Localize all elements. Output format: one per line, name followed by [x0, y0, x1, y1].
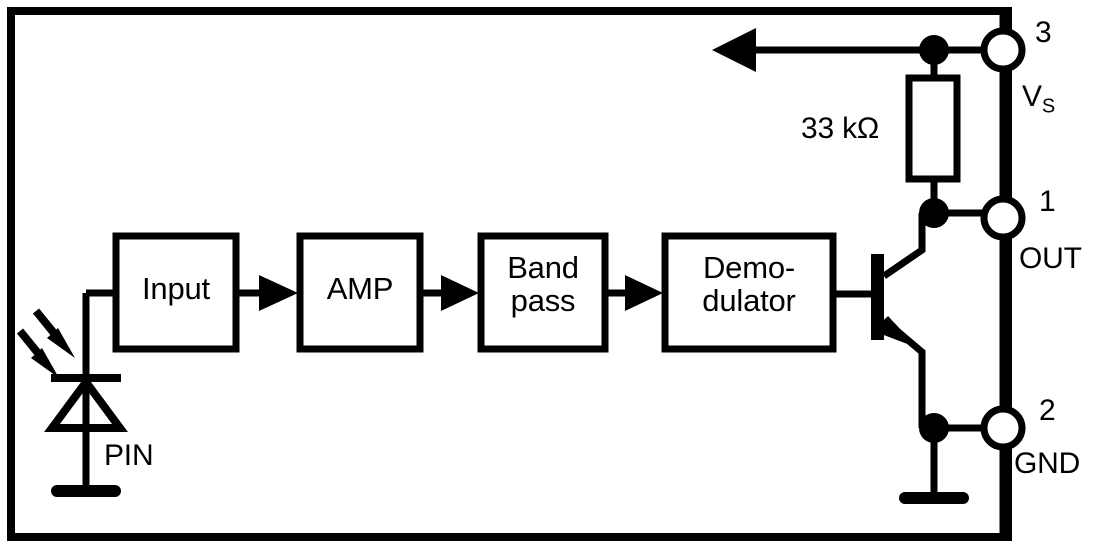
block-label-bandpass: Band pass — [481, 250, 605, 318]
block-label-bandpass-line2: pass — [510, 282, 576, 318]
pin-name-gnd: GND — [1014, 447, 1081, 480]
light-arrow-lower — [16, 328, 59, 378]
pin-number-3: 3 — [1035, 16, 1052, 49]
resistor-body-33k — [905, 74, 961, 183]
resistor-label-33k: 33 kΩ — [801, 112, 880, 145]
signal-arrow-input-to-amp — [236, 275, 298, 311]
pin-terminal-1[interactable] — [980, 195, 1026, 241]
pin-photodiode-symbol — [44, 293, 128, 490]
photodiode-label-pin: PIN — [104, 439, 154, 472]
block-label-amp-line1: AMP — [326, 271, 394, 306]
supply-feed-arrow-left — [712, 28, 756, 72]
block-label-amp: AMP — [300, 271, 420, 306]
ground-symbol-right — [899, 492, 969, 504]
block-label-bandpass-line1: Band — [507, 250, 579, 285]
block-label-demodulator: Demo- dulator — [665, 250, 833, 318]
module-outline-frame — [7, 7, 1012, 541]
junction-dot-vs — [919, 35, 949, 65]
junction-dot-out — [919, 198, 949, 228]
block-label-demodulator-line2: dulator — [702, 282, 796, 318]
pin-terminal-3[interactable] — [980, 27, 1026, 73]
light-arrow-upper — [32, 308, 75, 358]
block-label-demodulator-line1: Demo- — [702, 250, 795, 285]
pin-name-vs: VS — [1022, 81, 1055, 117]
ground-symbol-left — [51, 485, 121, 497]
block-label-input-line1: Input — [142, 271, 210, 306]
pin-name-vs-main: V — [1022, 80, 1042, 113]
signal-arrow-amp-to-bandpass — [420, 275, 479, 311]
pin-number-1: 1 — [1039, 185, 1056, 218]
block-demodulator-rect — [661, 232, 837, 353]
block-label-input: Input — [116, 271, 236, 306]
signal-arrow-bandpass-to-demodulator — [605, 275, 663, 311]
junction-dot-gnd — [919, 413, 949, 443]
npn-transistor-symbol — [833, 213, 926, 428]
pin-number-2: 2 — [1039, 394, 1056, 427]
pin-name-vs-sub: S — [1041, 95, 1056, 118]
pin-terminal-2[interactable] — [980, 405, 1026, 451]
block-input-rect — [112, 232, 240, 353]
pin-name-out: OUT — [1019, 242, 1082, 275]
